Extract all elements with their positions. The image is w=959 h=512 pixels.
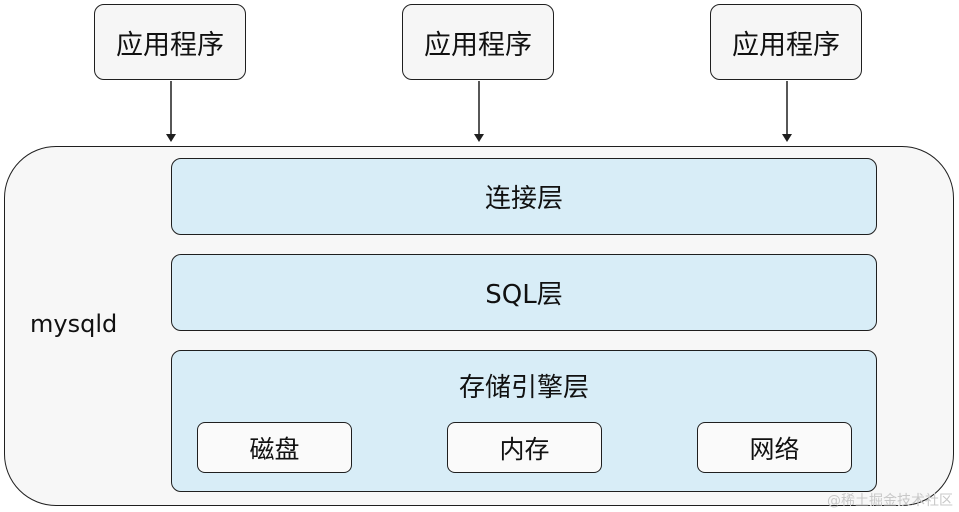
application-label-1: 应用程序 (116, 29, 224, 61)
network-box: 网络 (697, 422, 852, 473)
application-box-2: 应用程序 (402, 4, 554, 80)
application-label-3: 应用程序 (732, 29, 840, 61)
memory-box: 内存 (447, 422, 602, 473)
sql-layer: SQL层 (171, 254, 877, 331)
watermark: @稀土掘金技术社区 (827, 493, 953, 509)
application-label-2: 应用程序 (424, 29, 532, 61)
sql-layer-label: SQL层 (485, 280, 563, 310)
storage-engine-layer-label: 存储引擎层 (458, 373, 589, 403)
connection-layer: 连接层 (171, 158, 877, 235)
disk-box: 磁盘 (197, 422, 352, 473)
disk-label: 磁盘 (249, 434, 300, 464)
application-box-3: 应用程序 (710, 4, 862, 80)
arrowhead-2 (474, 134, 484, 142)
network-label: 网络 (749, 434, 800, 464)
mysqld-label: mysqld (30, 310, 118, 338)
connection-layer-label: 连接层 (484, 184, 563, 214)
arrowhead-1 (166, 134, 176, 142)
memory-label: 内存 (499, 434, 550, 464)
application-box-1: 应用程序 (94, 4, 246, 80)
arrowhead-3 (782, 134, 792, 142)
